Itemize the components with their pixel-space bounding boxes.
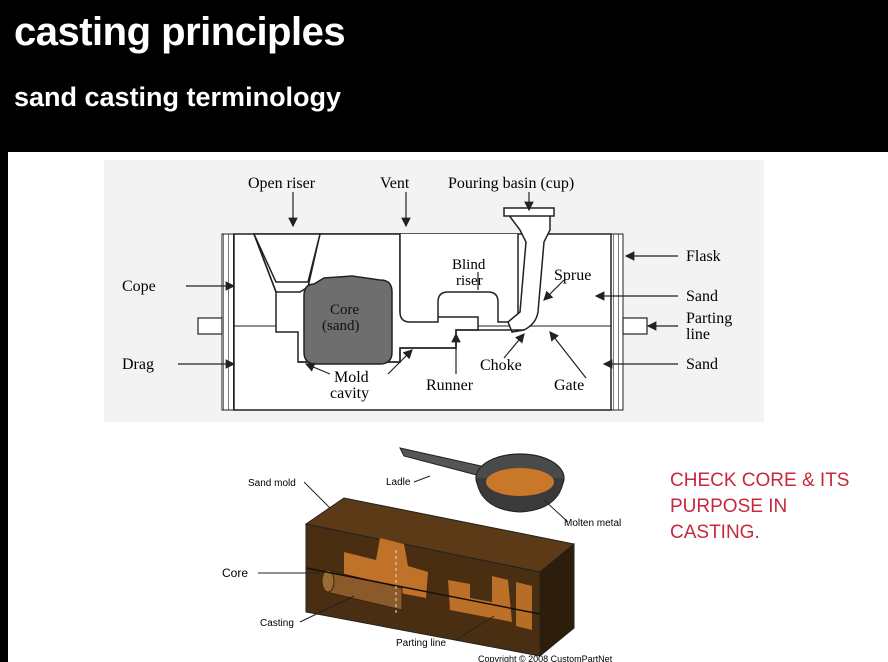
copyright-text: Copyright © 2008 CustomPartNet — [478, 654, 613, 662]
label-flask: Flask — [686, 248, 721, 265]
label-parting-line-2: line — [686, 326, 710, 343]
parting-tab-left — [197, 317, 223, 335]
core — [303, 275, 393, 365]
flask-right-wall — [610, 233, 624, 411]
slide-header: casting principles sand casting terminol… — [0, 0, 888, 150]
open-riser — [252, 233, 321, 283]
molten-metal — [486, 468, 554, 496]
core-note-line-2: PURPOSE IN — [670, 496, 788, 517]
label-gate: Gate — [554, 377, 584, 394]
blind-riser — [399, 234, 519, 323]
label-sand-bottom: Sand — [686, 356, 718, 373]
label-mold-cavity-2: cavity — [330, 385, 369, 402]
label-cope: Cope — [122, 278, 156, 295]
label-core: Core — [222, 566, 248, 580]
parting-tab-right — [622, 317, 648, 335]
label-molten-metal: Molten metal — [564, 518, 621, 529]
label-parting-line-1: Parting — [686, 310, 732, 327]
label-casting: Casting — [260, 618, 294, 629]
label-core-2: (sand) — [322, 318, 360, 334]
label-mold-cavity-1: Mold — [334, 369, 369, 386]
label-ladle: Ladle — [386, 477, 411, 488]
label-runner: Runner — [426, 377, 474, 394]
label-parting-line: Parting line — [396, 638, 446, 649]
label-blind-riser-2: riser — [456, 273, 483, 289]
sprue — [506, 213, 551, 333]
slide-content: Open riser Vent Pouring basin (cup) Flas… — [8, 152, 888, 662]
label-blind-riser-1: Blind — [452, 257, 486, 273]
label-sand-top: Sand — [686, 288, 718, 305]
slide-subtitle: sand casting terminology — [14, 82, 342, 112]
core-note-line-3: CASTING. — [670, 522, 760, 543]
label-vent: Vent — [380, 175, 410, 192]
label-choke: Choke — [480, 357, 522, 374]
label-pouring-basin: Pouring basin (cup) — [448, 175, 574, 192]
label-sprue: Sprue — [554, 267, 591, 284]
label-drag: Drag — [122, 356, 154, 373]
slide-title: casting principles — [14, 10, 346, 54]
label-core-1: Core — [330, 302, 360, 318]
ladle — [399, 447, 565, 513]
core-note-line-1: CHECK CORE & ITS — [670, 470, 850, 491]
label-open-riser: Open riser — [248, 175, 316, 192]
flask-left-wall — [221, 233, 235, 411]
core-note: CHECK CORE & ITS PURPOSE IN CASTING. — [670, 468, 849, 546]
sand-casting-diagram: Open riser Vent Pouring basin (cup) Flas… — [104, 160, 764, 422]
label-sand-mold: Sand mold — [248, 478, 296, 489]
